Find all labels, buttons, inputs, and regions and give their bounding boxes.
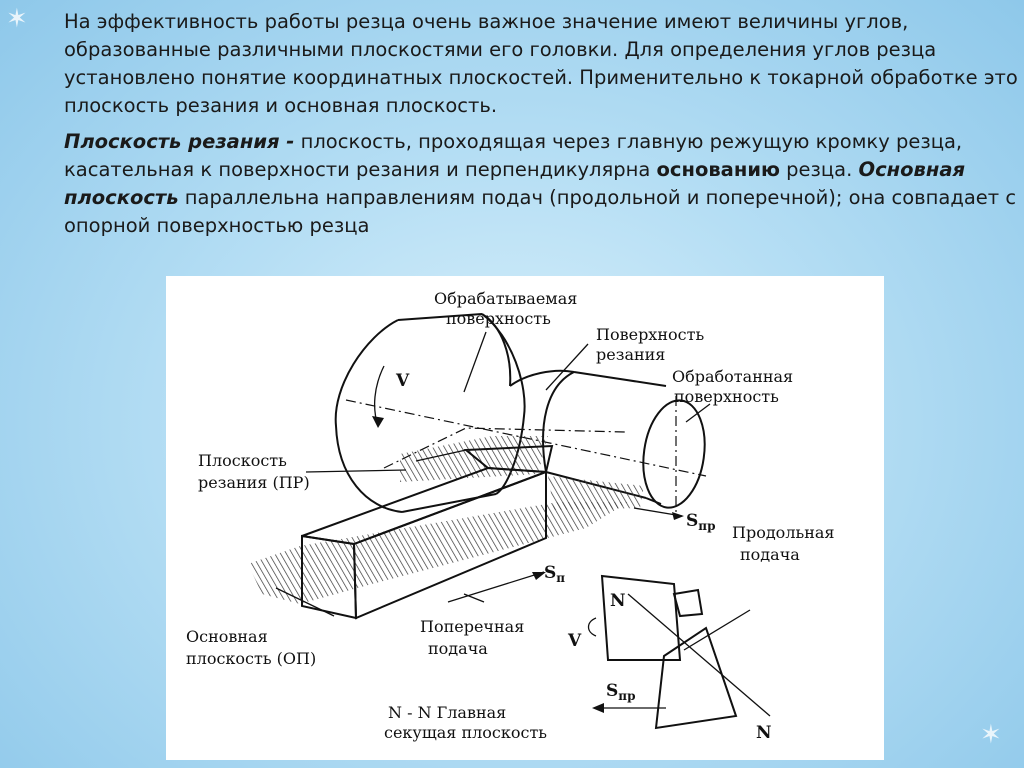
definition-text: параллельна направлениям подач (продольн… bbox=[64, 186, 1017, 237]
label-base-plane-line1: Основная bbox=[186, 627, 268, 646]
symbol-n-bottom: N bbox=[756, 723, 772, 743]
label-cutting-surface-line1: Поверхность bbox=[596, 325, 704, 344]
label-machined-surface-line2: поверхность bbox=[674, 387, 779, 406]
definition-text: плоскость, проходящая через главную режу… bbox=[64, 130, 963, 181]
term-base-plane: Основная плоскость bbox=[64, 158, 965, 209]
label-main-secant-line2: секущая плоскость bbox=[384, 723, 547, 742]
base-plane-shape bbox=[248, 502, 628, 604]
lathe-cutter-diagram: Обрабатываемая поверхность Поверхность р… bbox=[166, 276, 884, 760]
label-main-secant-line1: N - N Главная bbox=[388, 703, 506, 722]
definitions-paragraph: Плоскость резания - плоскость, проходяща… bbox=[64, 128, 1022, 240]
feed-symbol-detail: Sпр bbox=[606, 681, 635, 703]
symbol-v-detail: V bbox=[567, 631, 582, 651]
text-content: На эффективность работы резца очень важн… bbox=[64, 8, 1022, 240]
label-base-plane-line2: плоскость (ОП) bbox=[186, 649, 316, 668]
intro-paragraph: На эффективность работы резца очень важн… bbox=[64, 10, 1018, 117]
feed-symbol-longitudinal: Sпр bbox=[686, 511, 715, 533]
leader-lines bbox=[275, 331, 711, 617]
sparkle-decoration: ✶ bbox=[980, 720, 1002, 750]
label-workpiece-surface-line1: Обрабатываемая bbox=[434, 289, 577, 308]
feed-arrows bbox=[447, 507, 684, 713]
feed-symbol-cross: Sп bbox=[544, 563, 565, 585]
symbol-v-main: V bbox=[395, 371, 410, 391]
term-cutting-plane: Плоскость резания - bbox=[64, 130, 295, 153]
diagram-svg: Обрабатываемая поверхность Поверхность р… bbox=[186, 289, 834, 743]
definition-text: резца. bbox=[779, 158, 859, 181]
label-cross-feed-line1: Поперечная bbox=[420, 617, 524, 636]
label-cutting-surface-line2: резания bbox=[596, 345, 665, 364]
label-cutting-plane-line1: Плоскость bbox=[198, 451, 287, 470]
label-longitudinal-feed-line2: подача bbox=[740, 545, 800, 564]
cutter-tool bbox=[301, 444, 554, 620]
workpiece-cylinder bbox=[334, 313, 706, 513]
cutter-detail-view bbox=[587, 574, 771, 730]
chip-shape bbox=[548, 476, 644, 510]
bold-word: основанию bbox=[656, 158, 780, 181]
rotation-arrowhead bbox=[372, 416, 384, 428]
label-machined-surface-line1: Обработанная bbox=[672, 367, 793, 386]
label-cross-feed-line2: подача bbox=[428, 639, 488, 658]
sparkle-decoration: ✶ bbox=[6, 4, 28, 34]
symbol-n-top: N bbox=[610, 591, 626, 611]
label-workpiece-surface-line2: поверхность bbox=[446, 309, 551, 328]
label-cutting-plane-line2: резания (ПР) bbox=[198, 473, 310, 492]
label-longitudinal-feed-line1: Продольная bbox=[732, 523, 834, 542]
